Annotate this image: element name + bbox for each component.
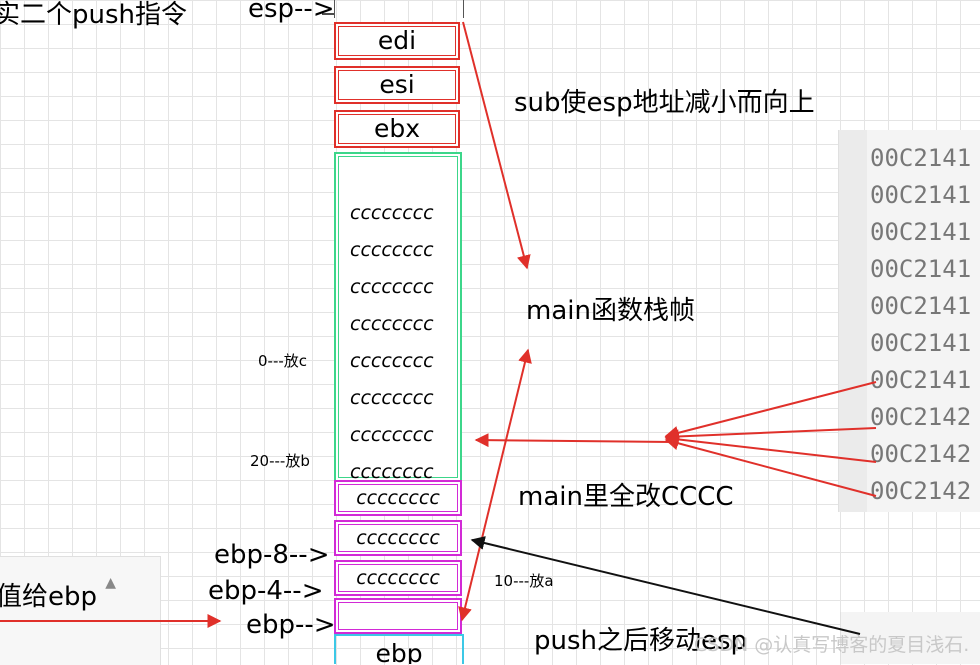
cc-cell: cccccccc [350, 387, 434, 409]
cc-cell: cccccccc [350, 276, 434, 298]
stack-cell-ebx: ebx [334, 110, 460, 148]
esp-label: esp--> [248, 0, 335, 24]
address-row: 00C2141 [870, 292, 972, 320]
address-row: 00C2141 [870, 181, 972, 209]
stack-top-edge [334, 0, 464, 18]
address-row: 00C2141 [870, 218, 972, 246]
stack-cell-ebp [334, 598, 462, 634]
watermark: CSDN @认真写博客的夏目浅石. [694, 634, 970, 656]
address-row: 00C2141 [870, 144, 972, 172]
address-row: 00C2141 [870, 329, 972, 357]
main-frame-annotation: main函数栈帧 [526, 296, 695, 326]
sub-annotation: sub使esp地址减小而向上 [514, 88, 815, 118]
main-fill-annotation: main里全改CCCC [518, 482, 734, 512]
push-arrow [470, 536, 861, 635]
cc-cell: cccccccc [350, 202, 434, 224]
cc-cell: cccccccc [350, 350, 434, 372]
cc-cell-list: cccccccc cccccccc cccccccc cccccccc cccc… [350, 197, 450, 493]
sub-arrow [462, 21, 531, 270]
offset-label-b: 20---放b [250, 452, 310, 470]
ebp-minus-8-label: ebp-8--> [214, 540, 330, 570]
scroll-up-icon[interactable]: ▲ [105, 575, 116, 591]
top-left-text: 实二个push指令 [0, 0, 188, 30]
address-row: 00C2141 [870, 255, 972, 283]
cc-cell: cccccccc [350, 424, 434, 446]
left-snippet-text: 值给ebp [0, 582, 98, 612]
address-row: 00C2142 [870, 477, 972, 505]
stack-cell-esi: esi [334, 66, 460, 104]
stack-cell-ebp-8: cccccccc [334, 520, 462, 556]
address-row: 00C2142 [870, 440, 972, 468]
address-arrow [664, 432, 877, 463]
address-arrow [664, 381, 877, 440]
frame-span-arrow [458, 348, 532, 622]
stack-cell-saved-ebp: ebp [334, 634, 464, 664]
code-panel: ▲ [0, 556, 161, 665]
stack-cell-ebp-4: cccccccc [334, 560, 462, 596]
memory-panel-bottom [840, 612, 980, 664]
cc-cell: cccccccc [350, 239, 434, 261]
address-list: 00C2141 00C2141 00C2141 00C2141 00C2141 … [870, 140, 971, 510]
cc-cell: cccccccc [350, 461, 434, 483]
memory-gutter [839, 130, 867, 512]
push-move-annotation: push之后移动esp [534, 626, 748, 656]
address-arrow [664, 436, 877, 497]
ebp-label: ebp--> [246, 610, 336, 640]
memory-panel [838, 130, 980, 512]
cc-cell: cccccccc [350, 313, 434, 335]
address-arrow [664, 427, 877, 444]
address-row: 00C2141 [870, 366, 972, 394]
ebp-minus-4-label: ebp-4--> [208, 576, 324, 606]
address-row: 00C2142 [870, 403, 972, 431]
stack-cell-edi: edi [334, 22, 460, 60]
offset-label-c: 0---放c [258, 352, 308, 370]
fill-arrow [474, 433, 673, 448]
